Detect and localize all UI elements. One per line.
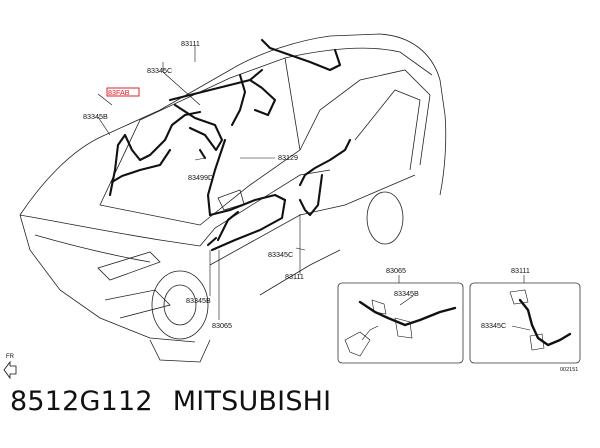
caption-brand: MITSUBISHI	[172, 386, 332, 417]
callout-83345C-top: 83345C	[147, 66, 172, 75]
caption-part-code: 8512G112	[10, 386, 153, 417]
callout-83111-top: 83111	[181, 39, 200, 48]
detail-right-title: 83111	[511, 266, 530, 275]
callout-83345B-low: 83345B	[186, 296, 211, 305]
vehicle-body-outline	[19, 33, 447, 363]
callout-83345B-left: 83345B	[83, 112, 108, 121]
callout-83111-mid: 83111	[285, 272, 304, 281]
highlight-box	[106, 87, 140, 97]
callout-83FAB-highlighted: 83FAB	[108, 88, 130, 97]
detail-right-part: 83345C	[481, 321, 506, 330]
callout-83065-low: 83065	[212, 321, 232, 330]
leader-lines	[97, 46, 306, 320]
wiring-harness	[108, 38, 352, 252]
detail-panel-83111	[469, 275, 581, 364]
caption: 8512G112 MITSUBISHI	[10, 386, 331, 417]
figure-code: 002151	[560, 367, 578, 373]
callout-83129: 83129	[278, 153, 298, 162]
callout-83345C-mid: 83345C	[268, 250, 293, 259]
detail-left-part: 83345B	[394, 289, 419, 298]
detail-panel-83065	[337, 275, 464, 364]
detail-left-title: 83065	[386, 266, 406, 275]
front-marker-label: FR	[6, 354, 15, 360]
callout-83499D: 83499D	[188, 173, 213, 182]
front-arrow-icon	[3, 360, 17, 380]
